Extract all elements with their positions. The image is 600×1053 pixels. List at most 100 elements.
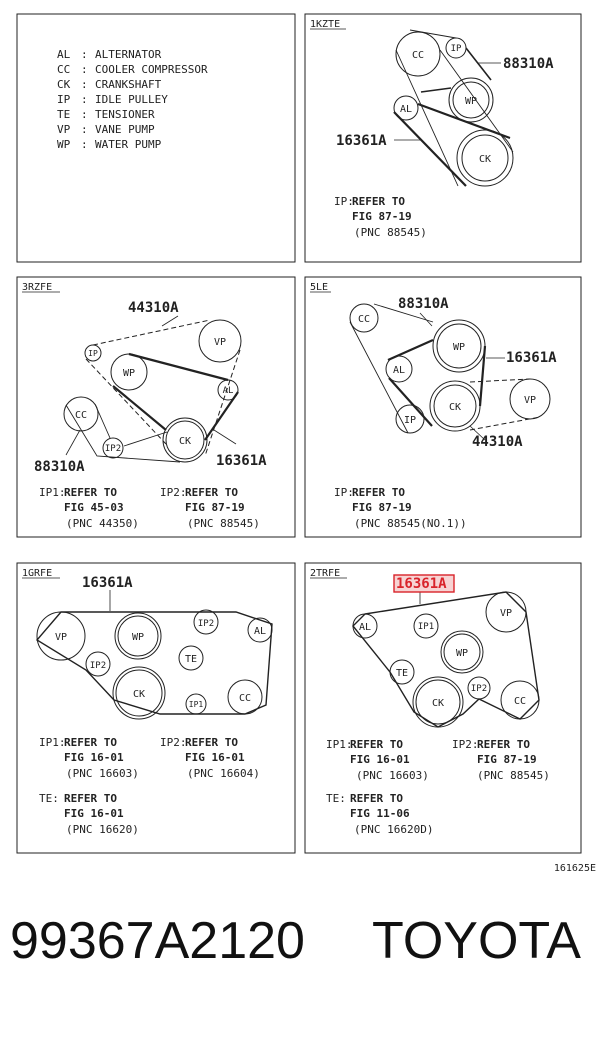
pulley-label: IP bbox=[88, 349, 98, 358]
pulley-label: IP bbox=[404, 415, 416, 426]
note-line: REFER TO bbox=[350, 738, 403, 751]
legend-sep: : bbox=[81, 123, 88, 136]
note-line: REFER TO bbox=[477, 738, 530, 751]
note-line: REFER TO bbox=[185, 736, 238, 749]
legend-sep: : bbox=[81, 138, 88, 151]
note-line: REFER TO bbox=[352, 486, 405, 499]
legend-name: ALTERNATOR bbox=[95, 48, 162, 61]
note-line: (PNC 44350) bbox=[66, 517, 139, 530]
panel-1kzte bbox=[304, 13, 582, 263]
pulley-ip2 bbox=[102, 437, 124, 459]
part-callout: 88310A bbox=[503, 56, 554, 72]
note-line: FIG 87-19 bbox=[185, 501, 245, 514]
pulley-label: AL bbox=[400, 104, 412, 115]
diagram-5le: 5LE CC WP AL CK IP bbox=[310, 282, 557, 530]
note-key: IP1: bbox=[39, 736, 66, 749]
pulley-label: WP bbox=[465, 96, 477, 107]
note-line: (PNC 88545) bbox=[187, 517, 260, 530]
pulley-label: CC bbox=[239, 693, 251, 704]
figure-id: 161625E bbox=[554, 863, 596, 874]
note-line: (PNC 16603) bbox=[66, 767, 139, 780]
pulley-ip bbox=[395, 404, 425, 434]
part-number: 99367A2120 bbox=[10, 912, 305, 970]
note-line: REFER TO bbox=[64, 486, 117, 499]
engine-code: 1GRFE bbox=[22, 568, 52, 579]
pulley-label: CK bbox=[432, 698, 444, 709]
legend-sep: : bbox=[81, 48, 88, 61]
pulley-label: AL bbox=[359, 622, 371, 633]
note-line: FIG 87-19 bbox=[352, 210, 412, 223]
pulley-label: IP1 bbox=[189, 700, 204, 709]
pulley-ip1 bbox=[413, 613, 439, 639]
legend-code: CC bbox=[57, 63, 70, 76]
belt-diagram: AL : ALTERNATOR CC : COOLER COMPRESSOR C… bbox=[16, 13, 596, 874]
pulley-label: CC bbox=[358, 314, 370, 325]
legend-name: WATER PUMP bbox=[95, 138, 162, 151]
note-line: (PNC 16603) bbox=[356, 769, 429, 782]
pulley-label: IP2 bbox=[90, 661, 106, 671]
note-line: REFER TO bbox=[185, 486, 238, 499]
pulley-label: IP bbox=[451, 44, 462, 54]
pulley-label: IP2 bbox=[105, 444, 121, 454]
part-callout: 16361A bbox=[396, 576, 447, 592]
diagram-1kzte: 1KZTE CC IP WP AL CK 88310A 16361A bbox=[310, 19, 554, 239]
note-line: (PNC 88545) bbox=[354, 226, 427, 239]
pulley-ck bbox=[165, 420, 205, 460]
engine-code: 3RZFE bbox=[22, 282, 52, 293]
note-line: (PNC 16620) bbox=[66, 823, 139, 836]
pulley-ck bbox=[433, 384, 477, 428]
note-line: FIG 45-03 bbox=[64, 501, 124, 514]
pulley-te bbox=[178, 645, 204, 671]
note-line: (PNC 16620D) bbox=[354, 823, 433, 836]
note-line: REFER TO bbox=[64, 736, 117, 749]
pulley-label: TE bbox=[185, 654, 197, 665]
note-line: REFER TO bbox=[352, 195, 405, 208]
pulley-wp bbox=[443, 633, 481, 671]
note-line: FIG 16-01 bbox=[64, 807, 124, 820]
part-callout: 88310A bbox=[34, 459, 85, 475]
pulley-label: IP2 bbox=[471, 684, 487, 694]
pulley-ck bbox=[115, 669, 163, 717]
pulley-label: IP1 bbox=[418, 622, 434, 632]
note-key: IP2: bbox=[452, 738, 479, 751]
part-callout: 88310A bbox=[398, 296, 449, 312]
note-line: FIG 16-01 bbox=[64, 751, 124, 764]
pulley-label: IP2 bbox=[198, 619, 214, 629]
legend-panel bbox=[16, 13, 296, 263]
panel-2trfe bbox=[304, 562, 582, 854]
pulley-label: WP bbox=[456, 648, 468, 659]
note-line: FIG 11-06 bbox=[350, 807, 410, 820]
note-line: FIG 87-19 bbox=[352, 501, 412, 514]
legend-sep: : bbox=[81, 78, 88, 91]
pulley-label: TE bbox=[396, 668, 408, 679]
pulley-ck bbox=[415, 679, 461, 725]
pulley-label: CC bbox=[514, 696, 526, 707]
note-key: IP2: bbox=[160, 486, 187, 499]
legend-code: WP bbox=[57, 138, 71, 151]
note-key: IP: bbox=[334, 195, 354, 208]
panel-3rzfe bbox=[16, 276, 296, 538]
pulley-label: WP bbox=[123, 368, 135, 379]
legend-sep: : bbox=[81, 63, 88, 76]
part-callout: 16361A bbox=[506, 350, 557, 366]
pulley-label: AL bbox=[393, 365, 405, 376]
note-line: REFER TO bbox=[64, 792, 117, 805]
pulley-cc bbox=[63, 396, 99, 432]
legend-name: VANE PUMP bbox=[95, 123, 155, 136]
pulley-label: WP bbox=[453, 342, 465, 353]
legend-code: VP bbox=[57, 123, 71, 136]
note-key: IP1: bbox=[39, 486, 66, 499]
legend-code: IP bbox=[57, 93, 71, 106]
panel-5le bbox=[304, 276, 582, 538]
pulley-al bbox=[393, 95, 419, 121]
pulley-label: VP bbox=[214, 337, 226, 348]
pulley-label: CC bbox=[412, 50, 424, 61]
part-callout-highlight bbox=[393, 574, 455, 593]
note-key: TE: bbox=[326, 792, 346, 805]
note-key: IP1: bbox=[326, 738, 353, 751]
note-line: REFER TO bbox=[350, 792, 403, 805]
note-line: (PNC 16604) bbox=[187, 767, 260, 780]
pulley-label: VP bbox=[55, 632, 67, 643]
legend-code: TE bbox=[57, 108, 70, 121]
pulley-label: CC bbox=[75, 410, 87, 421]
